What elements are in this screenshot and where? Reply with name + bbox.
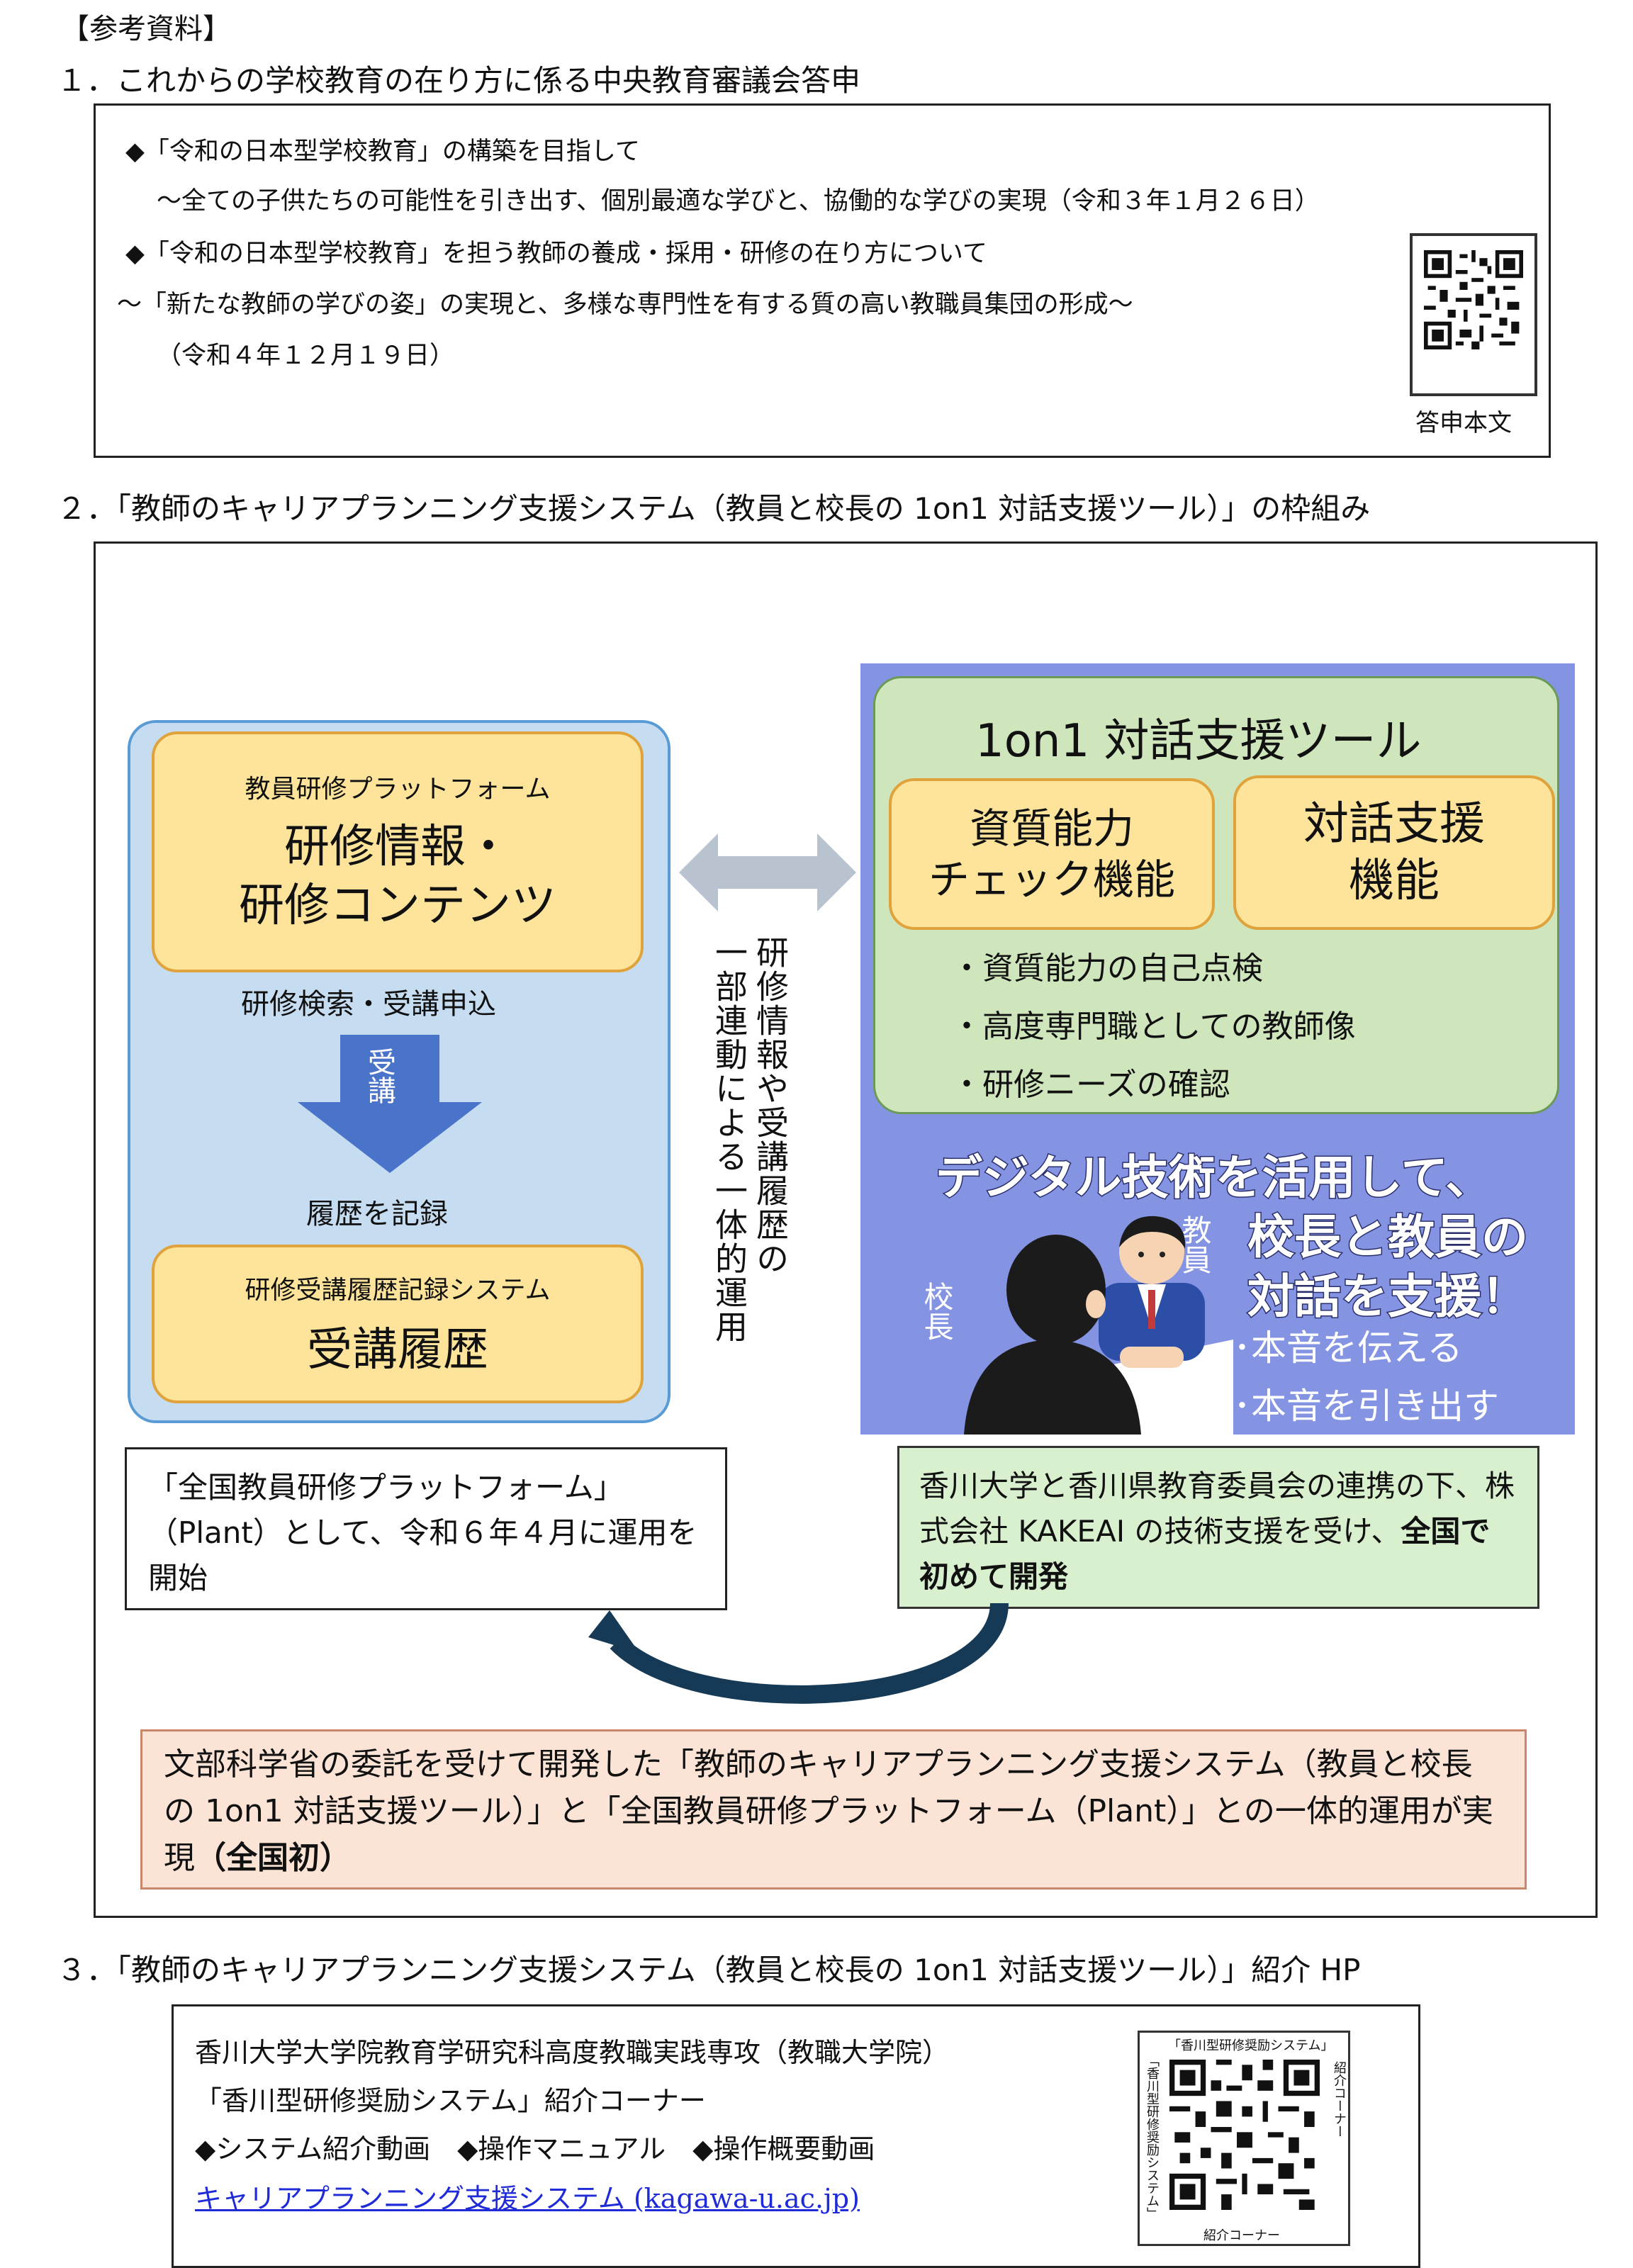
development-note-emphasis: 全国で初めて開発 (919, 1514, 1491, 1594)
summary-emphasis: （全国初） (195, 1840, 351, 1876)
history-small-label: 研修受講履歴記録システム (245, 1276, 551, 1305)
qr-frame: 「香川型研修奨励システム」 「香川型研修奨励システム」 紹介コーナー 紹介コーナ… (1138, 2031, 1350, 2246)
section1-line: ◆「令和の日本型学校教育」を担う教師の養成・採用・研修の在り方について (125, 240, 987, 268)
reference-label: 【参考資料】 (61, 13, 231, 45)
arrow-label: 受講 (363, 1048, 395, 1104)
history-card: 研修受講履歴記録システム 受講履歴 (152, 1245, 644, 1403)
platform-big-label: 研修情報・ (284, 820, 511, 873)
tool-bullet: ・資質能力の自己点検 (951, 950, 1263, 987)
search-apply-label: 研修検索・受講申込 (241, 988, 496, 1021)
history-big-label: 受講履歴 (307, 1324, 488, 1376)
link-description-line: 一部連動による一体的運用 (710, 936, 748, 1344)
section3-title: ３．「教師のキャリアプランニング支援システム（教員と校長の 1on1 対話支援ツ… (57, 1953, 1361, 1987)
tool-title: 1on1 対話支援ツール (975, 715, 1422, 768)
qr-frame-text: 紹介コーナー (1332, 2061, 1347, 2138)
platform-big-label: 研修コンテンツ (239, 880, 556, 932)
tool-bullet: ・高度専門職としての教師像 (951, 1009, 1356, 1045)
link-description-line: 研修情報や受講履歴の (751, 936, 790, 1276)
qr-code-icon[interactable] (1424, 250, 1523, 349)
section2-title: ２．「教師のキャリアプランニング支援システム（教員と校長の 1on1 対話支援ツ… (57, 491, 1371, 526)
principal-label: 校長 (919, 1281, 954, 1341)
summary-box: 文部科学省の委託を受けて開発した「教師のキャリアプランニング支援システム（教員と… (140, 1729, 1527, 1890)
section3-line: 香川大学大学院教育学研究科高度教職実践専攻（教職大学院） (195, 2037, 950, 2068)
section1-line: （令和４年１２月１９日） (157, 342, 455, 370)
qr-caption: 答申本文 (1415, 409, 1512, 437)
record-label: 履歴を記録 (306, 1198, 448, 1230)
qr-frame-text: 「香川型研修奨励システム」 (1145, 2054, 1160, 2220)
platform-card: 教員研修プラットフォーム 研修情報・ 研修コンテンツ (152, 731, 644, 972)
section3-line: ◆システム紹介動画 ◆操作マニュアル ◆操作概要動画 (195, 2133, 875, 2165)
slogan-line: 校長と教員の (1247, 1209, 1530, 1266)
tool-bullet: ・研修ニーズの確認 (951, 1067, 1230, 1103)
development-note: 香川大学と香川県教育委員会の連携の下、株式会社 KAKEAI の技術支援を受け、… (897, 1446, 1539, 1609)
system-link[interactable]: キャリアプランニング支援システム (kagawa-u.ac.jp) (195, 2183, 860, 2214)
slogan-line: デジタル技術を活用して、 (934, 1150, 1493, 1206)
section1-title: １．これからの学校教育の在り方に係る中央教育審議会答申 (57, 63, 861, 98)
down-arrow-icon (298, 1035, 482, 1173)
qr-code-icon[interactable] (1169, 2060, 1320, 2210)
self-check-feature: 資質能力 チェック機能 (889, 778, 1215, 930)
qr-frame-text: 「香川型研修奨励システム」 (1168, 2038, 1334, 2053)
link-description: 研修情報や受講履歴の 一部連動による一体的運用 (709, 936, 791, 1389)
meeting-illustration (964, 1216, 1233, 1435)
summary-text: 文部科学省の委託を受けて開発した「教師のキャリアプランニング支援システム（教員と… (164, 1746, 1493, 1876)
section3-line: 「香川型研修奨励システム」紹介コーナー (195, 2085, 706, 2116)
curved-arrow-icon (588, 1603, 1009, 1704)
section1-box: ◆「令和の日本型学校教育」の構築を目指して ～全ての子供たちの可能性を引き出す、… (94, 103, 1551, 458)
double-arrow-icon (679, 833, 856, 911)
qr-frame-text: 紹介コーナー (1203, 2228, 1280, 2243)
point-line: ･本音を引き出す (1233, 1386, 1499, 1427)
platform-small-label: 教員研修プラットフォーム (245, 774, 551, 804)
section3-box: 香川大学大学院教育学研究科高度教職実践専攻（教職大学院） 「香川型研修奨励システ… (172, 2004, 1420, 2268)
dialogue-feature: 対話支援 機能 (1233, 775, 1555, 930)
qr-frame (1410, 233, 1537, 396)
plant-note: 「全国教員研修プラットフォーム」（Plant）として、令和６年４月に運用を開始 (125, 1447, 727, 1610)
development-note-text: 香川大学と香川県教育委員会の連携の下、株式会社 KAKEAI の技術支援を受け、 (919, 1469, 1515, 1549)
section1-line: ～全ての子供たちの可能性を引き出す、個別最適な学びと、協働的な学びの実現（令和３… (157, 187, 1320, 215)
point-line: ･本音を伝える (1233, 1327, 1463, 1369)
slogan-line: 対話を支援！ (1247, 1269, 1530, 1325)
section1-line: ◆「令和の日本型学校教育」の構築を目指して (125, 137, 640, 166)
section1-line: ～「新たな教師の学びの姿」の実現と、多様な専門性を有する質の高い教職員集団の形成… (117, 291, 1133, 319)
